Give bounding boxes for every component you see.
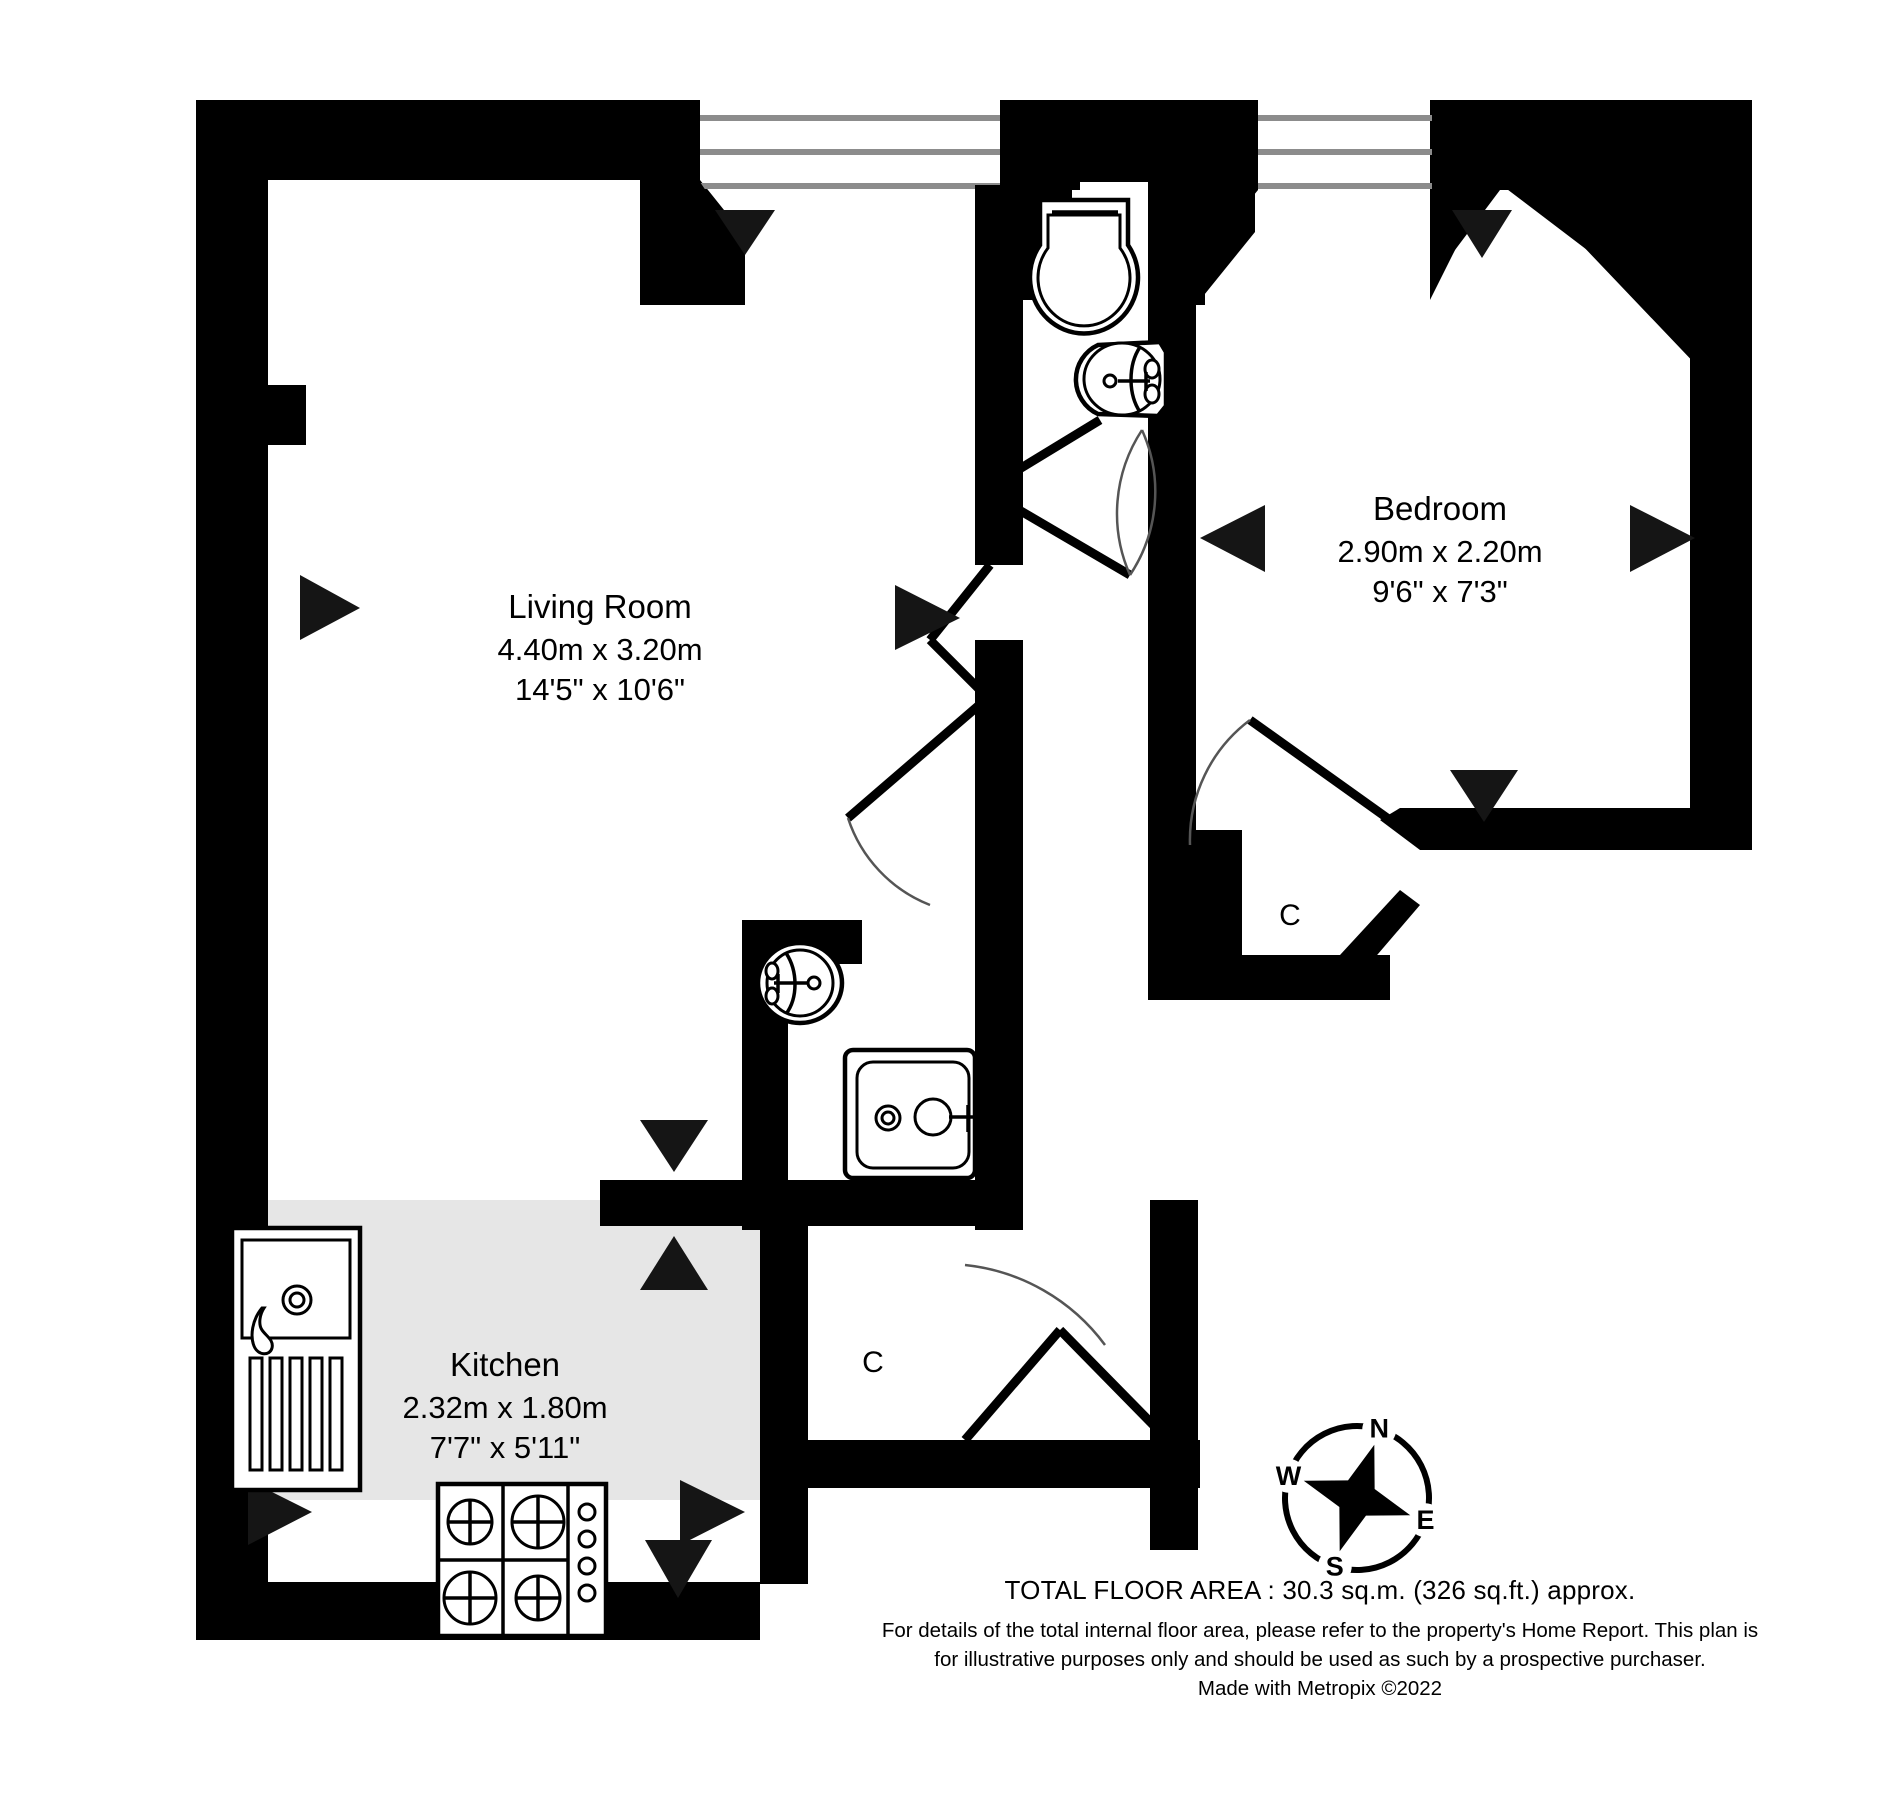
bedroom-imperial: 9'6" x 7'3" — [1372, 574, 1508, 609]
door-swing-arcs — [846, 429, 1251, 1346]
disclaimer: For details of the total internal floor … — [780, 1616, 1860, 1703]
compass-west-label: W — [1276, 1461, 1302, 1491]
living-room-name: Living Room — [508, 588, 691, 625]
kitchen-label-group: Kitchen 2.32m x 1.80m 7'7" x 5'11" — [402, 1346, 607, 1465]
cupboard-hall-label: C — [862, 1346, 884, 1379]
compass-east-label: E — [1416, 1505, 1434, 1535]
bedroom-metric: 2.90m x 2.20m — [1337, 534, 1542, 569]
living-room-label-group: Living Room 4.40m x 3.20m 14'5" x 10'6" — [497, 588, 702, 707]
bedroom-bay-window — [1255, 115, 1435, 189]
direction-arrows — [248, 210, 1695, 1598]
gas-hob-four-burner — [435, 1481, 609, 1639]
wash-basin-shower-room — [755, 940, 845, 1026]
kitchen-imperial: 7'7" x 5'11" — [430, 1430, 580, 1465]
kitchen-sink-drainer — [229, 1225, 363, 1493]
kitchen-name: Kitchen — [450, 1346, 560, 1383]
cupboard-bedroom-label: C — [1279, 899, 1301, 932]
bedroom-label-group: Bedroom 2.90m x 2.20m 9'6" x 7'3" — [1337, 490, 1542, 609]
disclaimer-line-2: for illustrative purposes only and shoul… — [934, 1648, 1706, 1672]
living-room-bay-window — [700, 115, 1000, 189]
toilet-wc — [1027, 197, 1141, 336]
kitchen-metric: 2.32m x 1.80m — [402, 1390, 607, 1425]
compass-rose: N E S W — [1271, 1412, 1443, 1584]
living-room-imperial: 14'5" x 10'6" — [515, 672, 685, 707]
footer-text-block: TOTAL FLOOR AREA : 30.3 sq.m. (326 sq.ft… — [780, 1575, 1860, 1703]
bedroom-name: Bedroom — [1373, 490, 1507, 527]
disclaimer-line-1: For details of the total internal floor … — [881, 1619, 1759, 1642]
compass-south-label: S — [1326, 1551, 1344, 1581]
metropix-credit: Made with Metropix ©2022 — [1197, 1677, 1443, 1701]
shower-tray — [842, 1047, 978, 1181]
bay-window-piers — [640, 100, 1500, 305]
living-room-metric: 4.40m x 3.20m — [497, 632, 702, 667]
compass-north-label: N — [1369, 1414, 1389, 1444]
total-floor-area: TOTAL FLOOR AREA : 30.3 sq.m. (326 sq.ft… — [1004, 1575, 1636, 1605]
interior-walls — [600, 182, 1700, 1584]
wash-basin-bathroom — [1073, 339, 1169, 419]
